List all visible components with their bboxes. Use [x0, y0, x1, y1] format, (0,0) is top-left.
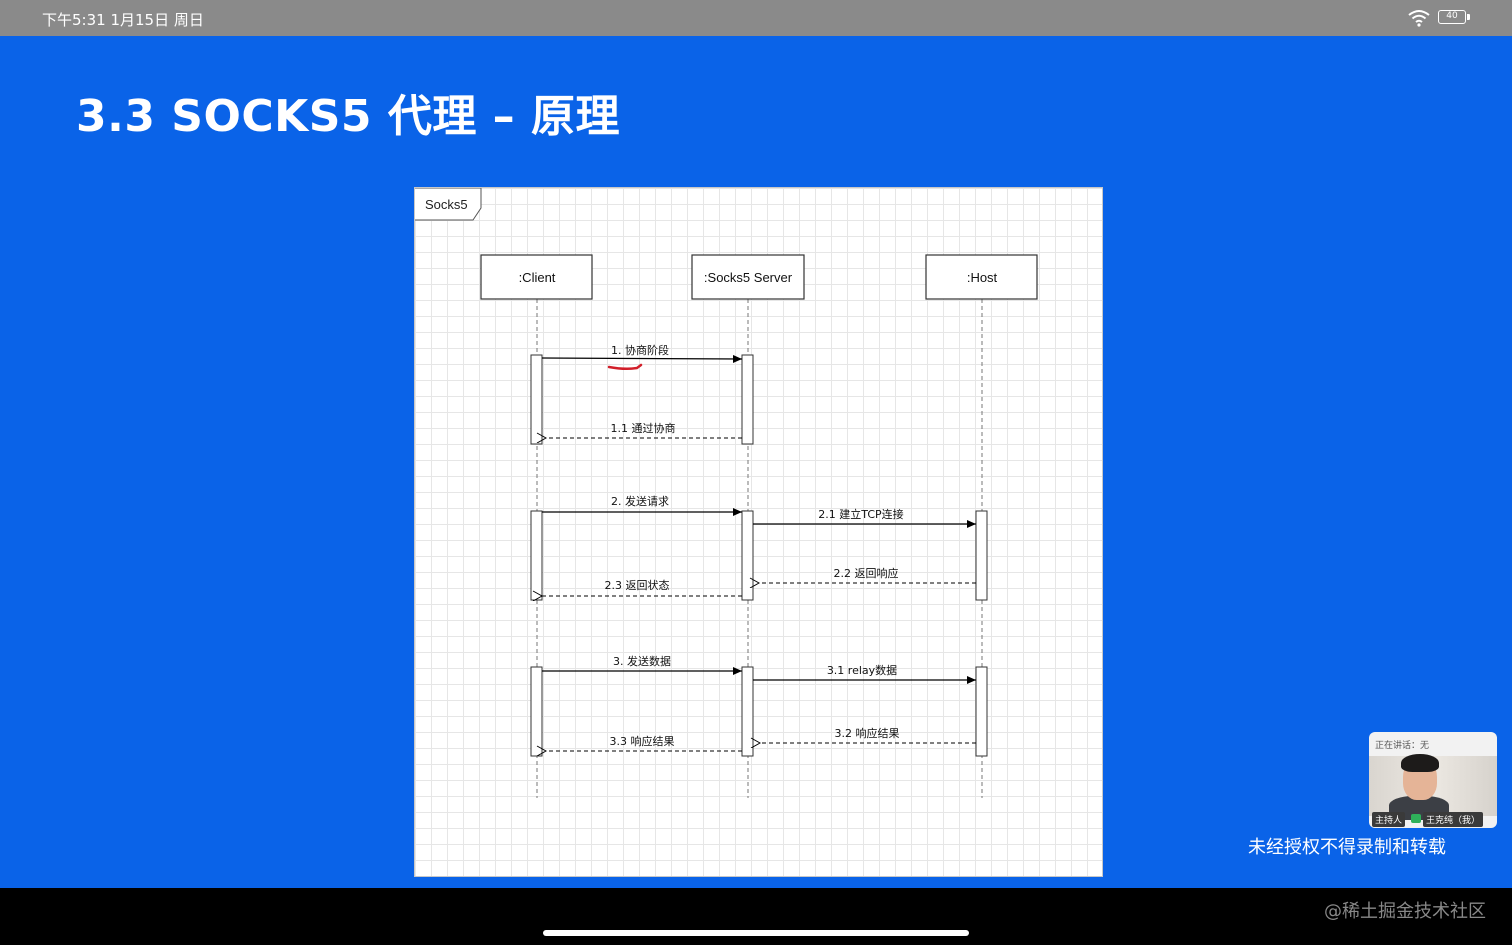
mic-icon	[1411, 814, 1421, 823]
speaker-video-tile[interactable]: 正在讲话：无 主持人 王克纯（我）	[1369, 732, 1497, 828]
message-label-1-1: 1.1 通过协商	[611, 421, 676, 435]
message-label-2-2: 2.2 返回响应	[834, 566, 899, 580]
client-participant: :Client	[519, 270, 556, 285]
host-activation-2	[975, 510, 988, 601]
battery-icon: 40	[1438, 10, 1470, 24]
message-label-3: 3. 发送数据	[613, 654, 671, 668]
client-activation-2	[530, 510, 543, 601]
status-bar: 下午5:31 1月15日 周日 40	[0, 0, 1512, 36]
server-activation-3	[741, 666, 754, 757]
speaking-status: 正在讲话：无	[1375, 741, 1430, 751]
frame-label: Socks5	[425, 197, 468, 212]
site-watermark: @稀土掘金技术社区	[1324, 901, 1486, 922]
home-indicator[interactable]	[543, 930, 969, 936]
speaker-video	[1369, 754, 1497, 820]
client-participant-box	[480, 254, 593, 300]
host-badge: 主持人	[1372, 812, 1406, 827]
message-label-2-3: 2.3 返回状态	[605, 578, 670, 592]
server-participant: :Socks5 Server	[704, 270, 793, 285]
message-label-3-2: 3.2 响应结果	[835, 726, 900, 740]
message-label-2: 2. 发送请求	[611, 494, 669, 508]
server-participant-box	[691, 254, 805, 300]
host-activation-3	[975, 666, 988, 757]
host-participant: :Host	[967, 270, 998, 285]
host-participant-box	[925, 254, 1038, 300]
server-activation-2	[741, 510, 754, 601]
client-activation-3	[530, 666, 543, 757]
message-label-1: 1. 协商阶段	[611, 343, 669, 357]
slide-title: 3.3 SOCKS5 代理 – 原理	[76, 91, 621, 142]
message-label-2-1: 2.1 建立TCP连接	[818, 507, 903, 521]
server-activation-1	[741, 354, 754, 445]
client-activation-1	[530, 354, 543, 445]
sequence-diagram-canvas: Socks5 :Client :Socks5 Server :Host 1.	[415, 188, 1038, 798]
status-time: 下午5:31 1月15日 周日	[42, 11, 204, 29]
message-label-3-1: 3.1 relay数据	[827, 663, 897, 677]
wifi-icon	[1408, 10, 1430, 27]
presentation-slide: 3.3 SOCKS5 代理 – 原理 Socks5 :Client :	[0, 36, 1512, 888]
message-arrow-1	[541, 354, 743, 363]
sequence-diagram: Socks5 :Client :Socks5 Server :Host 1.	[414, 187, 1103, 877]
copyright-watermark: 未经授权不得录制和转载	[1248, 837, 1446, 858]
participant-name: 王克纯（我）	[1423, 812, 1484, 827]
frame-label-box	[415, 188, 482, 221]
bottom-navigation-area: @稀土掘金技术社区	[0, 888, 1512, 945]
message-label-3-3: 3.3 响应结果	[610, 734, 675, 748]
annotation-pen-stroke	[607, 363, 643, 371]
